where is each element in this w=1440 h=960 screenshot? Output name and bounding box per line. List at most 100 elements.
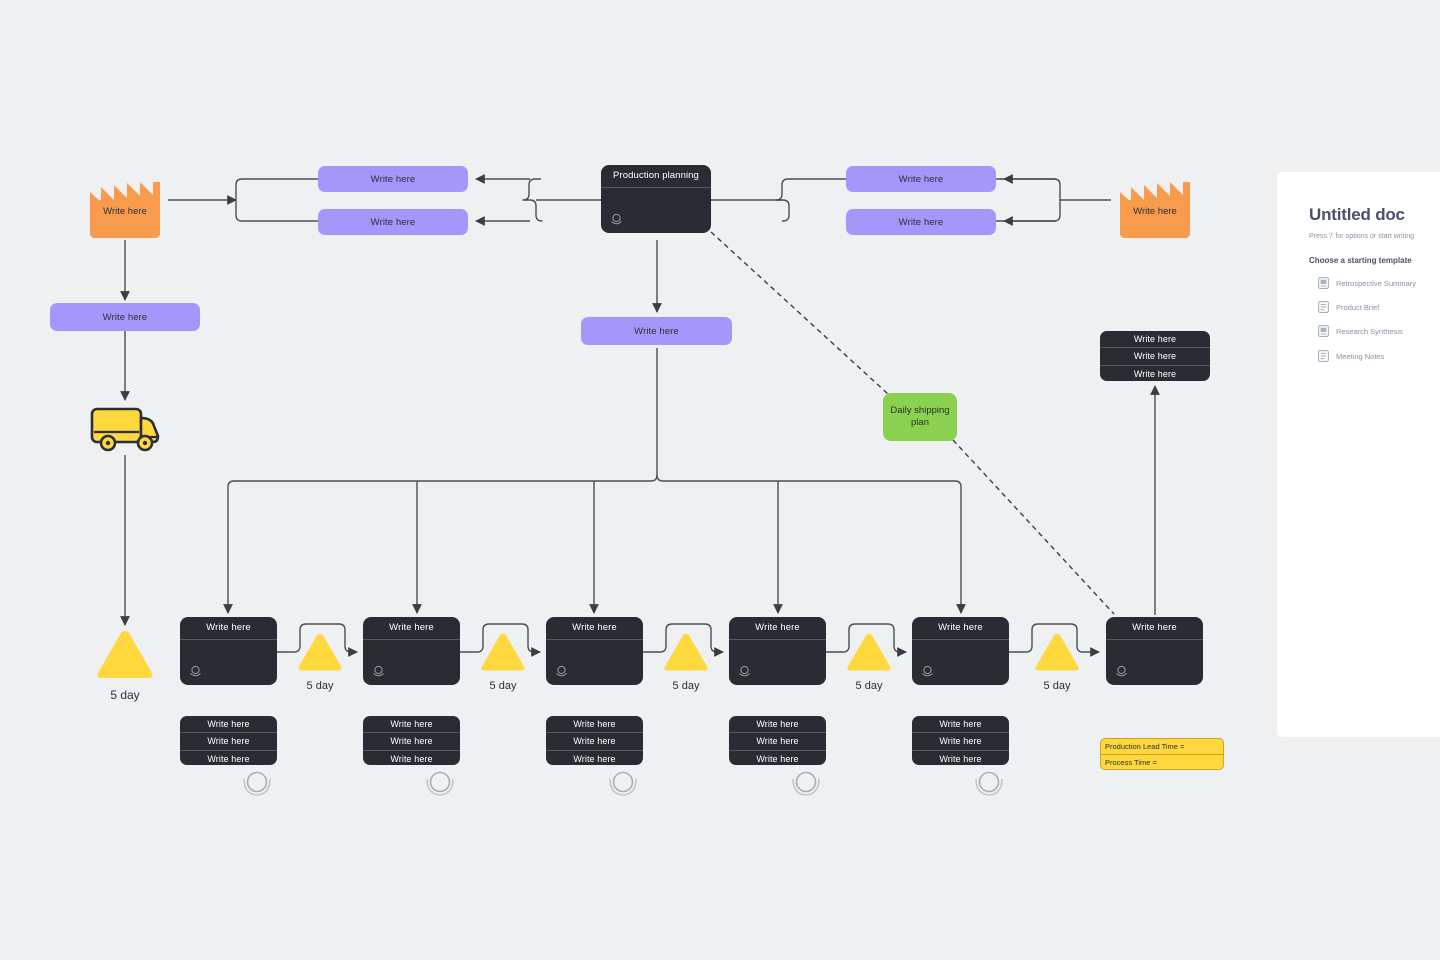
data-row: Write here (180, 716, 277, 734)
process-data-stack-3[interactable]: Write here Write here Write here (546, 716, 643, 765)
process-box-5[interactable]: Write here (912, 617, 1009, 685)
right-channel-label-2: Write here (898, 216, 944, 228)
template-item-research-synthesis[interactable]: Research Synthesis (1318, 325, 1403, 337)
inbound-inventory-triangle[interactable]: 5 day (94, 628, 156, 702)
right-channel-box-1[interactable]: Write here (846, 166, 996, 192)
template-label: Meeting Notes (1336, 351, 1385, 361)
process-data-stack-4[interactable]: Write here Write here Write here (729, 716, 826, 765)
process-data-stack-2[interactable]: Write here Write here Write here (363, 716, 460, 765)
customer-factory-icon[interactable]: Write here (1117, 170, 1193, 240)
inventory-triangle-2-label: 5 day (489, 680, 517, 692)
process-data-stack-1[interactable]: Write here Write here Write here (180, 716, 277, 765)
inventory-triangle-4[interactable]: 5 day (845, 632, 893, 692)
operator-icon (922, 665, 933, 677)
process-box-1-title: Write here (180, 617, 277, 640)
data-row: Write here (573, 753, 616, 764)
data-row: Write here (729, 733, 826, 751)
template-item-retrospective-summary[interactable]: Retrospective Summary (1318, 277, 1416, 289)
production-planning-title: Production planning (601, 165, 711, 188)
shipping-data-row: Write here (1100, 331, 1210, 349)
template-item-product-brief[interactable]: Product Brief (1318, 301, 1379, 313)
shipping-data-row: Write here (1133, 368, 1177, 379)
process-data-stack-5[interactable]: Write here Write here Write here (912, 716, 1009, 765)
template-label: Retrospective Summary (1336, 278, 1417, 288)
production-schedule-label: Write here (634, 325, 679, 337)
production-lead-time-row: Production Lead Time = (1101, 739, 1223, 755)
inventory-triangle-3-label: 5 day (672, 680, 700, 692)
inventory-triangle-5[interactable]: 5 day (1033, 632, 1081, 692)
process-box-4[interactable]: Write here (729, 617, 826, 685)
daily-shipping-plan-label: Daily shipping plan (890, 405, 950, 428)
template-item-meeting-notes[interactable]: Meeting Notes (1318, 350, 1384, 362)
inventory-circle-icon-4 (790, 769, 822, 797)
process-box-4-title: Write here (729, 617, 826, 640)
data-row: Write here (207, 753, 250, 764)
doc-placeholder-hint: Press '/' for options or start writing (1309, 233, 1414, 240)
doc-icon (1318, 350, 1329, 362)
dashed-flow-to-shipping (952, 439, 1115, 615)
production-planning-box[interactable]: Production planning (601, 165, 711, 233)
shipping-data-stack[interactable]: Write here Write here Write here (1100, 331, 1210, 381)
process-box-6-title: Write here (1106, 617, 1203, 640)
process-box-5-title: Write here (912, 617, 1009, 640)
left-channel-label-1: Write here (370, 173, 416, 185)
inventory-triangle-3[interactable]: 5 day (662, 632, 710, 692)
shipment-box[interactable]: Write here (50, 303, 200, 331)
left-channel-box-1[interactable]: Write here (318, 166, 468, 192)
data-row: Write here (912, 716, 1009, 734)
operator-icon (739, 665, 750, 677)
process-box-6[interactable]: Write here (1106, 617, 1203, 685)
template-label: Product Brief (1336, 302, 1380, 312)
process-box-2[interactable]: Write here (363, 617, 460, 685)
inventory-circle-icon-3 (607, 769, 639, 797)
operator-icon (373, 665, 384, 677)
inventory-triangle-2[interactable]: 5 day (479, 632, 527, 692)
doc-panel[interactable]: Untitled doc Press '/' for options or st… (1277, 172, 1440, 737)
inventory-circle-icon-5 (973, 769, 1005, 797)
process-time-row: Process Time = (1105, 758, 1157, 767)
inventory-triangle-1-label: 5 day (306, 680, 334, 692)
data-row: Write here (546, 716, 643, 734)
shipment-box-label: Write here (102, 311, 148, 323)
summary-note[interactable]: Production Lead Time = Process Time = (1100, 738, 1224, 770)
shipping-data-row: Write here (1100, 348, 1210, 366)
data-row: Write here (363, 733, 460, 751)
inventory-triangle-5-label: 5 day (1043, 680, 1071, 692)
data-row: Write here (390, 753, 433, 764)
operator-icon (611, 213, 622, 225)
inventory-circle-icon-2 (424, 769, 456, 797)
inventory-circle-icon-1 (241, 769, 273, 797)
process-box-1[interactable]: Write here (180, 617, 277, 685)
process-box-2-title: Write here (363, 617, 460, 640)
doc-icon (1318, 325, 1329, 337)
daily-shipping-plan-box[interactable]: Daily shipping plan (883, 393, 957, 441)
operator-icon (1116, 665, 1127, 677)
inbound-inventory-label: 5 day (110, 688, 140, 702)
supplier-factory-icon[interactable]: Write here (87, 170, 163, 240)
doc-title[interactable]: Untitled doc (1309, 205, 1405, 224)
inventory-triangle-4-label: 5 day (855, 680, 883, 692)
doc-template-section-label: Choose a starting template (1309, 256, 1412, 265)
data-row: Write here (180, 733, 277, 751)
data-row: Write here (546, 733, 643, 751)
data-row: Write here (363, 716, 460, 734)
doc-icon (1318, 277, 1329, 289)
data-row: Write here (912, 733, 1009, 751)
process-box-3[interactable]: Write here (546, 617, 643, 685)
operator-icon (190, 665, 201, 677)
left-channel-box-2[interactable]: Write here (318, 209, 468, 235)
delivery-truck-icon[interactable] (88, 404, 164, 454)
data-row: Write here (729, 716, 826, 734)
process-box-3-title: Write here (546, 617, 643, 640)
production-schedule-box[interactable]: Write here (581, 317, 732, 345)
inventory-triangle-1[interactable]: 5 day (296, 632, 344, 692)
data-row: Write here (756, 753, 799, 764)
right-channel-label-1: Write here (898, 173, 944, 185)
data-row: Write here (939, 753, 982, 764)
doc-icon (1318, 301, 1329, 313)
dashed-flow-to-shipping-plan (710, 231, 889, 395)
operator-icon (556, 665, 567, 677)
right-channel-box-2[interactable]: Write here (846, 209, 996, 235)
